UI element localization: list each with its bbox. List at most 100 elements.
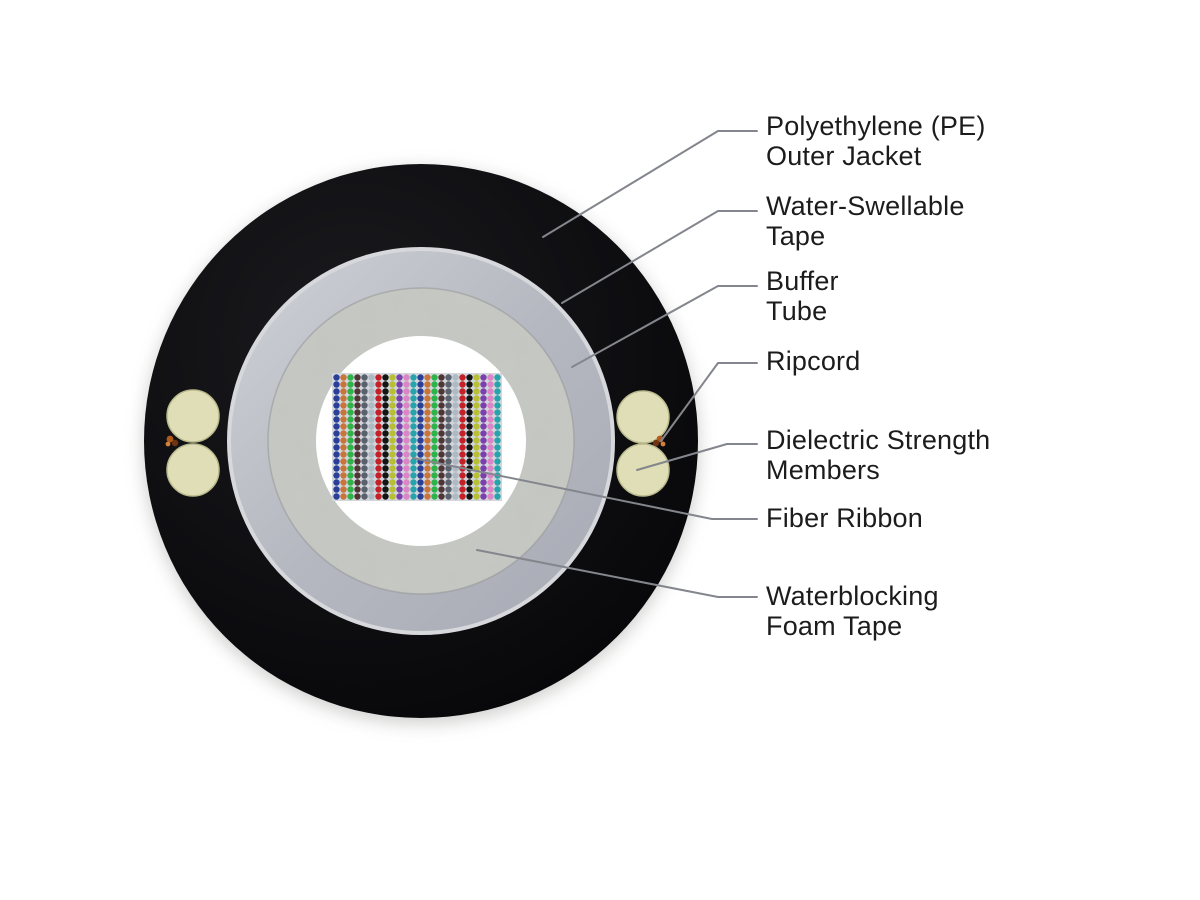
- label-strength-members: Dielectric Strength Members: [766, 425, 991, 485]
- label-water-swellable-tape: Water-Swellable Tape: [766, 191, 965, 251]
- fiber-dot-slate: [445, 416, 452, 423]
- fiber-dot-black: [466, 451, 473, 458]
- fiber-dot-rose: [403, 458, 410, 465]
- fiber-dot-white: [452, 423, 459, 430]
- fiber-dot-blue: [333, 458, 340, 465]
- fiber-dot-aqua: [410, 451, 417, 458]
- fiber-dot-slate: [445, 423, 452, 430]
- fiber-dot-yellow: [389, 409, 396, 416]
- fiber-dot-brown: [438, 381, 445, 388]
- fiber-dot-brown: [438, 374, 445, 381]
- fiber-dot-violet: [480, 409, 487, 416]
- fiber-dot-blue: [417, 388, 424, 395]
- fiber-dot-rose: [487, 430, 494, 437]
- fiber-dot-black: [382, 388, 389, 395]
- fiber-dot-red: [459, 381, 466, 388]
- fiber-dot-violet: [480, 430, 487, 437]
- fiber-dot-orange: [340, 402, 347, 409]
- fiber-dot-violet: [480, 493, 487, 500]
- fiber-dot-rose: [487, 388, 494, 395]
- fiber-dot-yellow: [389, 444, 396, 451]
- fiber-dot-black: [382, 381, 389, 388]
- fiber-dot-green: [431, 479, 438, 486]
- fiber-dot-black: [466, 486, 473, 493]
- fiber-dot-brown: [354, 493, 361, 500]
- fiber-dot-aqua: [410, 423, 417, 430]
- fiber-dot-white: [368, 388, 375, 395]
- fiber-dot-slate: [445, 493, 452, 500]
- fiber-dot-violet: [480, 395, 487, 402]
- fiber-dot-brown: [438, 388, 445, 395]
- fiber-dot-blue: [417, 381, 424, 388]
- fiber-dot-red: [459, 374, 466, 381]
- fiber-dot-violet: [396, 437, 403, 444]
- fiber-dot-white: [452, 388, 459, 395]
- fiber-dot-rose: [487, 381, 494, 388]
- fiber-dot-green: [431, 402, 438, 409]
- label-fiber-ribbon: Fiber Ribbon: [766, 503, 923, 533]
- fiber-dot-brown: [438, 395, 445, 402]
- fiber-dot-green: [347, 402, 354, 409]
- fiber-dot-yellow: [389, 395, 396, 402]
- fiber-dot-brown: [354, 416, 361, 423]
- fiber-dot-blue: [333, 486, 340, 493]
- fiber-dot-red: [375, 444, 382, 451]
- fiber-dot-yellow: [473, 458, 480, 465]
- fiber-dot-brown: [354, 402, 361, 409]
- fiber-dot-green: [347, 423, 354, 430]
- fiber-dot-white: [368, 374, 375, 381]
- fiber-dot-aqua: [410, 388, 417, 395]
- fiber-dot-violet: [480, 465, 487, 472]
- ripcord-strand: [660, 441, 666, 447]
- fiber-dot-violet: [480, 458, 487, 465]
- fiber-dot-rose: [487, 395, 494, 402]
- fiber-dot-green: [431, 493, 438, 500]
- fiber-dot-orange: [424, 479, 431, 486]
- fiber-dot-yellow: [473, 493, 480, 500]
- fiber-dot-brown: [354, 423, 361, 430]
- fiber-dot-yellow: [473, 402, 480, 409]
- leader-lines: [412, 130, 758, 598]
- fiber-dot-green: [431, 409, 438, 416]
- fiber-dot-brown: [438, 423, 445, 430]
- fiber-dot-green: [347, 486, 354, 493]
- fiber-dot-slate: [361, 409, 368, 416]
- fiber-dot-aqua: [410, 479, 417, 486]
- fiber-dot-brown: [354, 381, 361, 388]
- fiber-dot-green: [431, 437, 438, 444]
- fiber-dot-yellow: [389, 416, 396, 423]
- fiber-dot-yellow: [389, 388, 396, 395]
- fiber-dot-rose: [487, 451, 494, 458]
- fiber-dot-slate: [361, 395, 368, 402]
- fiber-dot-rose: [403, 416, 410, 423]
- fiber-dot-green: [431, 381, 438, 388]
- fiber-dot-rose: [487, 437, 494, 444]
- label-waterblocking: Waterblocking Foam Tape: [766, 581, 939, 641]
- fiber-dot-violet: [396, 493, 403, 500]
- fiber-dot-red: [459, 402, 466, 409]
- fiber-dot-aqua: [494, 486, 501, 493]
- fiber-dot-yellow: [473, 444, 480, 451]
- fiber-dot-brown: [354, 409, 361, 416]
- fiber-dot-slate: [361, 437, 368, 444]
- fiber-dot-red: [375, 486, 382, 493]
- fiber-dot-rose: [487, 479, 494, 486]
- fiber-dot-slate: [445, 486, 452, 493]
- fiber-dot-yellow: [389, 381, 396, 388]
- fiber-ribbon-matrix: [332, 373, 502, 501]
- fiber-dot-red: [375, 416, 382, 423]
- fiber-dot-black: [466, 472, 473, 479]
- fiber-dot-rose: [487, 444, 494, 451]
- fiber-dot-aqua: [494, 458, 501, 465]
- fiber-dot-aqua: [410, 402, 417, 409]
- fiber-dot-brown: [354, 479, 361, 486]
- fiber-dot-rose: [487, 493, 494, 500]
- fiber-dot-orange: [424, 451, 431, 458]
- fiber-dot-rose: [403, 374, 410, 381]
- fiber-dot-aqua: [494, 381, 501, 388]
- fiber-dot-violet: [396, 388, 403, 395]
- fiber-dot-aqua: [494, 388, 501, 395]
- fiber-dot-brown: [354, 444, 361, 451]
- fiber-dot-violet: [480, 444, 487, 451]
